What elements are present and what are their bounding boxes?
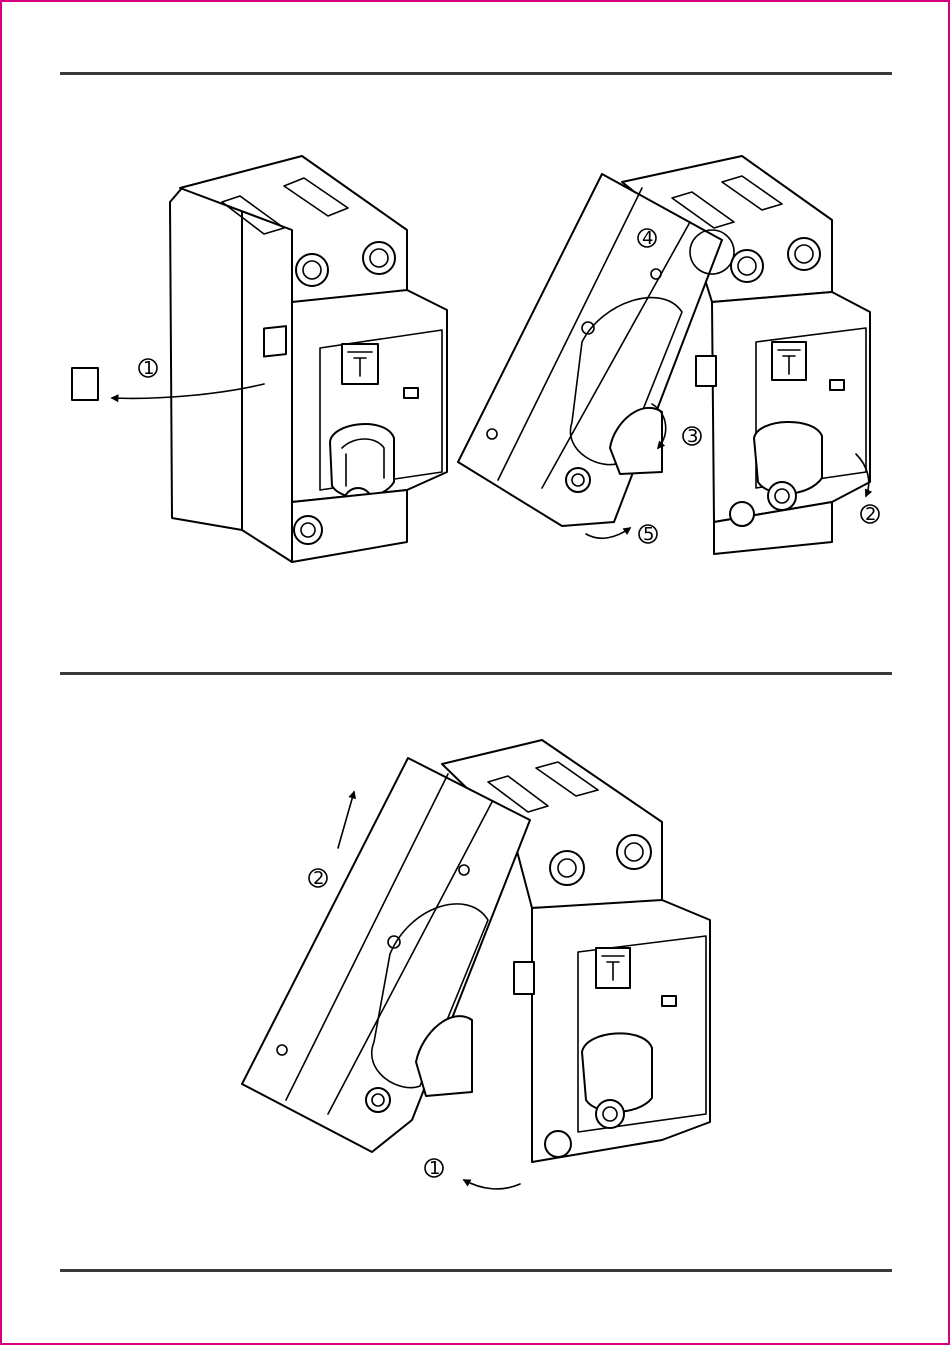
breaker-a-illustration: 1 <box>72 156 447 562</box>
callout-5-label: 5 <box>643 524 654 545</box>
callout-2-label: 2 <box>865 504 876 525</box>
callout-1-label-fig2: 1 <box>429 1158 440 1179</box>
callout-3-label: 3 <box>687 426 698 447</box>
callout-2-label-fig2: 2 <box>313 868 324 889</box>
callout-4-label: 4 <box>642 228 653 249</box>
breaker-c-illustration: 2 1 <box>242 740 710 1189</box>
breaker-b-illustration: 4 3 2 5 <box>458 156 879 554</box>
callout-1-label: 1 <box>143 358 154 379</box>
